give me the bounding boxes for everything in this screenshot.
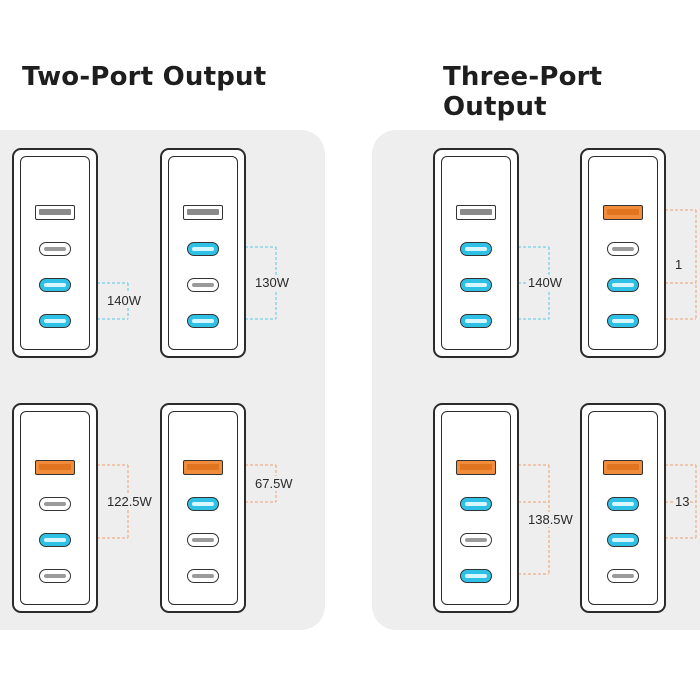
- charger-face: [168, 411, 238, 605]
- three-port-output-heading: Three-Port Output: [443, 62, 603, 122]
- usb-c-port-active: [39, 533, 71, 547]
- usb-c-port-active: [39, 314, 71, 328]
- two-port-output-heading: Two-Port Output: [22, 62, 267, 92]
- charger-tp4: [160, 403, 246, 613]
- usb-c-port: [607, 242, 639, 256]
- usb-a-port: [183, 205, 223, 220]
- usb-a-port: [35, 205, 75, 220]
- usb-c-port-active: [187, 314, 219, 328]
- charger-face: [441, 156, 511, 350]
- charger-th4: [580, 403, 666, 613]
- usb-a-port-active: [603, 460, 643, 475]
- usb-c-port-active: [460, 314, 492, 328]
- usb-c-port-active: [607, 314, 639, 328]
- usb-c-port-active: [460, 278, 492, 292]
- usb-a-port-active: [183, 460, 223, 475]
- charger-th3: [433, 403, 519, 613]
- wattage-label: 1: [674, 256, 684, 272]
- charger-th1: [433, 148, 519, 358]
- usb-a-port-active: [603, 205, 643, 220]
- charger-th2: [580, 148, 666, 358]
- charger-face: [588, 156, 658, 350]
- usb-c-port: [39, 242, 71, 256]
- usb-c-port-active: [39, 278, 71, 292]
- usb-c-port-active: [460, 242, 492, 256]
- charger-face: [441, 411, 511, 605]
- usb-c-port-active: [607, 278, 639, 292]
- usb-c-port: [187, 278, 219, 292]
- wattage-label: 140W: [106, 293, 142, 308]
- wattage-label: 13: [674, 493, 691, 509]
- usb-c-port-active: [607, 497, 639, 511]
- usb-c-port-active: [460, 569, 492, 583]
- charger-tp2: [160, 148, 246, 358]
- charger-tp3: [12, 403, 98, 613]
- usb-c-port: [460, 533, 492, 547]
- usb-a-port-active: [35, 460, 75, 475]
- usb-c-port-active: [187, 497, 219, 511]
- usb-a-port: [456, 205, 496, 220]
- usb-c-port-active: [460, 497, 492, 511]
- usb-c-port-active: [607, 533, 639, 547]
- charger-face: [168, 156, 238, 350]
- charger-face: [20, 411, 90, 605]
- wattage-label: 122.5W: [106, 493, 153, 509]
- wattage-label: 138.5W: [527, 511, 574, 527]
- usb-c-port: [187, 569, 219, 583]
- charger-tp1: [12, 148, 98, 358]
- usb-c-port: [607, 569, 639, 583]
- wattage-label: 140W: [527, 275, 563, 290]
- charger-face: [20, 156, 90, 350]
- wattage-label: 130W: [254, 275, 290, 290]
- usb-c-port: [187, 533, 219, 547]
- usb-c-port-active: [187, 242, 219, 256]
- charger-face: [588, 411, 658, 605]
- usb-a-port-active: [456, 460, 496, 475]
- usb-c-port: [39, 569, 71, 583]
- usb-c-port: [39, 497, 71, 511]
- wattage-label: 67.5W: [254, 475, 294, 491]
